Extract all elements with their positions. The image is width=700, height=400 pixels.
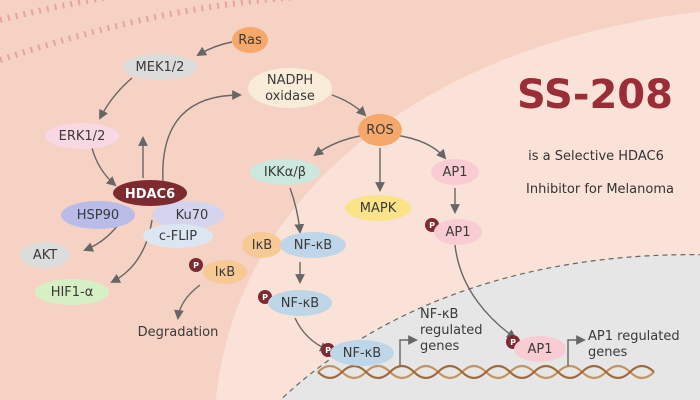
ap1-genes-line-1: AP1 regulated: [588, 329, 680, 344]
erk-label: ERK1/2: [59, 129, 106, 144]
node-cflip: c-FLIP: [143, 224, 213, 248]
nfkb-genes-label: NF-κB regulated genes: [420, 307, 482, 354]
ap1-p-label: AP1: [445, 225, 470, 240]
nadph-label-1: NADPH: [267, 73, 313, 88]
subtitle-line-2: Inhibitor for Melanoma: [526, 182, 674, 197]
phospho-ikb-marker: P: [193, 261, 199, 270]
hdac6-label: HDAC6: [125, 187, 175, 202]
nfkb-genes-line-2: regulated: [420, 323, 482, 338]
nfkb-nuc-label: NF-κB: [343, 346, 381, 361]
node-nadph: NADPH oxidase: [248, 68, 332, 108]
node-akt: AKT: [20, 242, 70, 268]
node-ap1-top: AP1: [431, 159, 479, 185]
ikb-p-label: IκB: [215, 265, 235, 280]
nucleus: [280, 254, 700, 400]
node-ikb-p: P IκB: [189, 258, 247, 284]
hsp90-label: HSP90: [77, 208, 119, 223]
subtitle-line-1: is a Selective HDAC6: [528, 149, 664, 164]
ikk-label: IKKα/β: [264, 165, 306, 180]
akt-label: AKT: [33, 248, 57, 263]
cell-membrane: [0, 0, 297, 63]
arrow-ikk-nfkb: [289, 187, 305, 234]
phospho-ap1-nuc-marker: P: [510, 338, 516, 347]
node-hsp90: HSP90: [61, 201, 135, 229]
node-ikb-nfkb: IκB NF-κB: [242, 232, 346, 258]
node-hif1a: HIF1-α: [35, 279, 109, 305]
node-nfkb-nucleus: P NF-κB: [321, 340, 394, 366]
degradation-label: Degradation: [138, 325, 219, 340]
arrow-nadph-ros: [331, 94, 367, 117]
hif1a-label: HIF1-α: [51, 285, 94, 300]
node-ap1-nucleus: P AP1: [506, 335, 566, 362]
phospho-nfkb-marker: P: [262, 293, 268, 302]
phospho-ap1-marker: P: [429, 221, 435, 230]
arrow-ap1p-nucleus: [454, 244, 517, 340]
cflip-label: c-FLIP: [159, 229, 197, 244]
node-ikk: IKKα/β: [250, 159, 320, 185]
nadph-label-2: oxidase: [265, 89, 315, 104]
page-title: SS-208: [517, 72, 673, 118]
node-ku70: Ku70: [152, 201, 224, 229]
nuclear-envelope: [279, 254, 700, 400]
arrow-hdac6-hif1a: [110, 219, 153, 283]
arrow-ras-mek: [196, 41, 233, 56]
node-erk: ERK1/2: [45, 123, 119, 149]
node-mapk: MAPK: [345, 195, 411, 221]
nfkb-p-label: NF-κB: [281, 296, 319, 311]
node-mek: MEK1/2: [123, 54, 197, 80]
node-ap1-p: P AP1: [425, 218, 482, 245]
arrow-ap1-genes: [567, 335, 586, 366]
node-ras: Ras: [232, 27, 268, 53]
node-hdac6: HDAC6: [113, 180, 187, 206]
mapk-label: MAPK: [360, 201, 397, 216]
dna-helix: [317, 364, 655, 380]
nfkb-genes-line-3: genes: [420, 339, 459, 354]
arrow-mek-erk: [99, 77, 133, 120]
ap1-top-label: AP1: [442, 165, 467, 180]
ros-label: ROS: [366, 123, 394, 138]
nfkb-genes-line-1: NF-κB: [420, 307, 458, 322]
nfkb-label: NF-κB: [294, 238, 332, 253]
arrow-hdac6-nadph: [162, 90, 242, 183]
ras-label: Ras: [238, 33, 262, 48]
ku70-label: Ku70: [176, 208, 209, 223]
node-ros: ROS: [358, 114, 402, 146]
arrow-erk-hdac6: [91, 147, 117, 187]
arrow-ros-ap1: [394, 134, 447, 160]
ap1-nuc-label: AP1: [527, 342, 552, 357]
ap1-genes-label: AP1 regulated genes: [588, 329, 680, 360]
arrow-ikbp-degradation: [173, 284, 201, 320]
ap1-genes-line-2: genes: [588, 345, 627, 360]
node-nfkb-p: P NF-κB: [258, 290, 332, 316]
arrow-nfkb-genes: [399, 335, 418, 366]
mek-label: MEK1/2: [136, 60, 185, 75]
ikb-label: IκB: [252, 238, 272, 253]
phospho-nfkb-nuc-marker: P: [325, 346, 331, 355]
